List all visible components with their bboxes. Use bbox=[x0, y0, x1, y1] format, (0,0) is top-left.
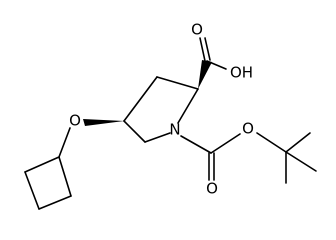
bond-tbu-methyl-right bbox=[285, 151, 317, 172]
bond-cb-2-3 bbox=[38, 195, 72, 210]
bond-c4-c5 bbox=[123, 120, 146, 143]
bond-c5-n bbox=[144, 132, 171, 143]
bond-carboxyl-oxo-b bbox=[204, 37, 211, 61]
atom-label-carboxyl-hydroxyl: OH bbox=[230, 64, 253, 82]
bond-cb-4-1 bbox=[24, 156, 60, 173]
wedge-bond-c4-ether bbox=[83, 119, 124, 126]
molecule-drawing: O OH O N O O bbox=[24, 21, 317, 210]
atom-label-ring-nitrogen: N bbox=[169, 121, 180, 139]
bond-ether-cyclobutyl bbox=[58, 127, 71, 158]
bond-carboxyl-oxo-a bbox=[199, 37, 206, 62]
atom-label-ether-oxygen: O bbox=[69, 112, 81, 130]
bond-carbamate-ester bbox=[210, 133, 241, 154]
bond-c2-c3 bbox=[156, 76, 199, 90]
atom-label-carboxyl-oxo: O bbox=[191, 21, 203, 39]
atom-label-carbamate-ester-oxygen: O bbox=[242, 120, 254, 138]
bond-cb-3-4 bbox=[24, 171, 40, 210]
bond-n-carbamate bbox=[180, 135, 212, 154]
structure-canvas: O OH O N O O bbox=[24, 21, 317, 210]
bond-n-c2 bbox=[177, 88, 199, 124]
wedge-bond-c2-carboxyl bbox=[198, 60, 212, 89]
bond-carboxyl-oh bbox=[206, 60, 227, 70]
bond-cb-1-2 bbox=[58, 156, 72, 197]
bond-tbu-methyl-up bbox=[285, 132, 311, 153]
atom-label-carbamate-oxo: O bbox=[206, 180, 218, 198]
bond-c3-c4 bbox=[123, 76, 158, 122]
bond-ester-tbu bbox=[256, 132, 287, 153]
